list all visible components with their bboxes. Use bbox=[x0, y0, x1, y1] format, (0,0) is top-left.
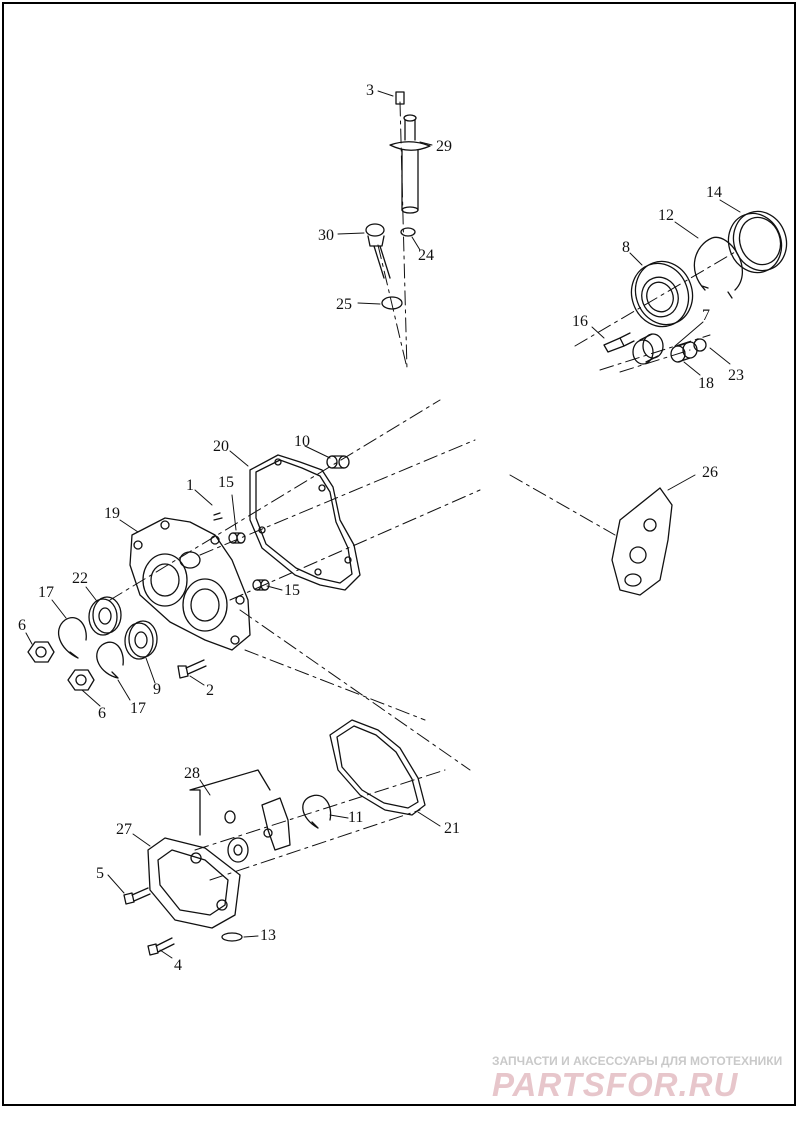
diagram-border bbox=[2, 2, 796, 1106]
callout-23: 23 bbox=[728, 367, 744, 384]
part-28-lever bbox=[224, 797, 291, 863]
part-15-dowel-a bbox=[228, 532, 246, 544]
part-10-dowel bbox=[326, 455, 350, 469]
callout-29: 29 bbox=[436, 138, 452, 155]
part-8-bearing bbox=[630, 260, 694, 328]
callout-25: 25 bbox=[336, 296, 352, 313]
part-25-oring bbox=[381, 296, 403, 310]
part-9-bearing bbox=[124, 620, 158, 660]
part-12-snap-ring bbox=[693, 236, 743, 299]
part-24-oring bbox=[400, 227, 416, 237]
callout-7: 7 bbox=[702, 307, 710, 324]
callout-labels: 1 2 3 4 5 6 6 7 8 9 10 11 12 13 14 15 15… bbox=[18, 82, 744, 974]
callout-21: 21 bbox=[444, 820, 460, 837]
callout-2: 2 bbox=[206, 682, 214, 699]
callout-12: 12 bbox=[658, 207, 674, 224]
part-15-dowel-b bbox=[252, 579, 270, 591]
part-5-screw bbox=[123, 887, 151, 905]
part-17-snap-ring-a bbox=[58, 617, 87, 659]
part-17-snap-ring-b bbox=[96, 641, 124, 679]
part-30-plug bbox=[365, 223, 391, 279]
callout-5: 5 bbox=[96, 865, 104, 882]
callout-18: 18 bbox=[698, 375, 714, 392]
callout-3: 3 bbox=[366, 82, 374, 99]
callout-10: 10 bbox=[294, 433, 310, 450]
callout-15b: 15 bbox=[284, 582, 300, 599]
callout-9: 9 bbox=[153, 681, 161, 698]
part-1-pin bbox=[213, 512, 223, 521]
callout-27: 27 bbox=[116, 821, 132, 838]
callout-4: 4 bbox=[174, 957, 182, 974]
part-11-snap-ring bbox=[302, 794, 332, 829]
callout-6a: 6 bbox=[18, 617, 26, 634]
callout-26: 26 bbox=[702, 464, 718, 481]
callout-13: 13 bbox=[260, 927, 276, 944]
callout-28: 28 bbox=[184, 765, 200, 782]
part-20-gasket bbox=[249, 454, 361, 591]
callout-1: 1 bbox=[186, 477, 194, 494]
part-19-housing bbox=[129, 517, 251, 651]
part-21-gasket bbox=[329, 719, 426, 816]
part-16-pin bbox=[603, 332, 635, 353]
callout-17b: 17 bbox=[130, 700, 146, 717]
callout-30: 30 bbox=[318, 227, 334, 244]
part-13-oring bbox=[221, 932, 243, 942]
callout-20: 20 bbox=[213, 438, 229, 455]
callout-17a: 17 bbox=[38, 584, 54, 601]
part-27-cover bbox=[147, 837, 241, 929]
callout-16: 16 bbox=[572, 313, 588, 330]
part-26-gasket bbox=[611, 487, 673, 596]
callout-19: 19 bbox=[104, 505, 120, 522]
watermark: ЗАПЧАСТИ И АКСЕССУАРЫ ДЛЯ МОТОТЕХНИКИ PA… bbox=[492, 1054, 782, 1103]
part-14-seal bbox=[727, 210, 788, 274]
part-4-bolt bbox=[147, 937, 175, 956]
part-7-needle-bearing bbox=[632, 333, 664, 365]
part-23-nut bbox=[693, 338, 707, 352]
callout-22: 22 bbox=[72, 570, 88, 587]
part-6-nut-b bbox=[67, 669, 95, 691]
watermark-brand: PARTSFOR.RU bbox=[492, 1066, 738, 1103]
part-6-nut-a bbox=[27, 641, 55, 663]
part-2-bolt bbox=[177, 659, 207, 679]
callout-11: 11 bbox=[348, 809, 363, 826]
callout-24: 24 bbox=[418, 247, 434, 264]
callout-8: 8 bbox=[622, 239, 630, 256]
callout-14: 14 bbox=[706, 184, 722, 201]
callout-15a: 15 bbox=[218, 474, 234, 491]
part-29-shaft bbox=[389, 91, 431, 214]
callout-6b: 6 bbox=[98, 705, 106, 722]
part-22-bearing bbox=[88, 596, 122, 636]
watermark-tagline: ЗАПЧАСТИ И АКСЕССУАРЫ ДЛЯ МОТОТЕХНИКИ bbox=[492, 1054, 782, 1068]
